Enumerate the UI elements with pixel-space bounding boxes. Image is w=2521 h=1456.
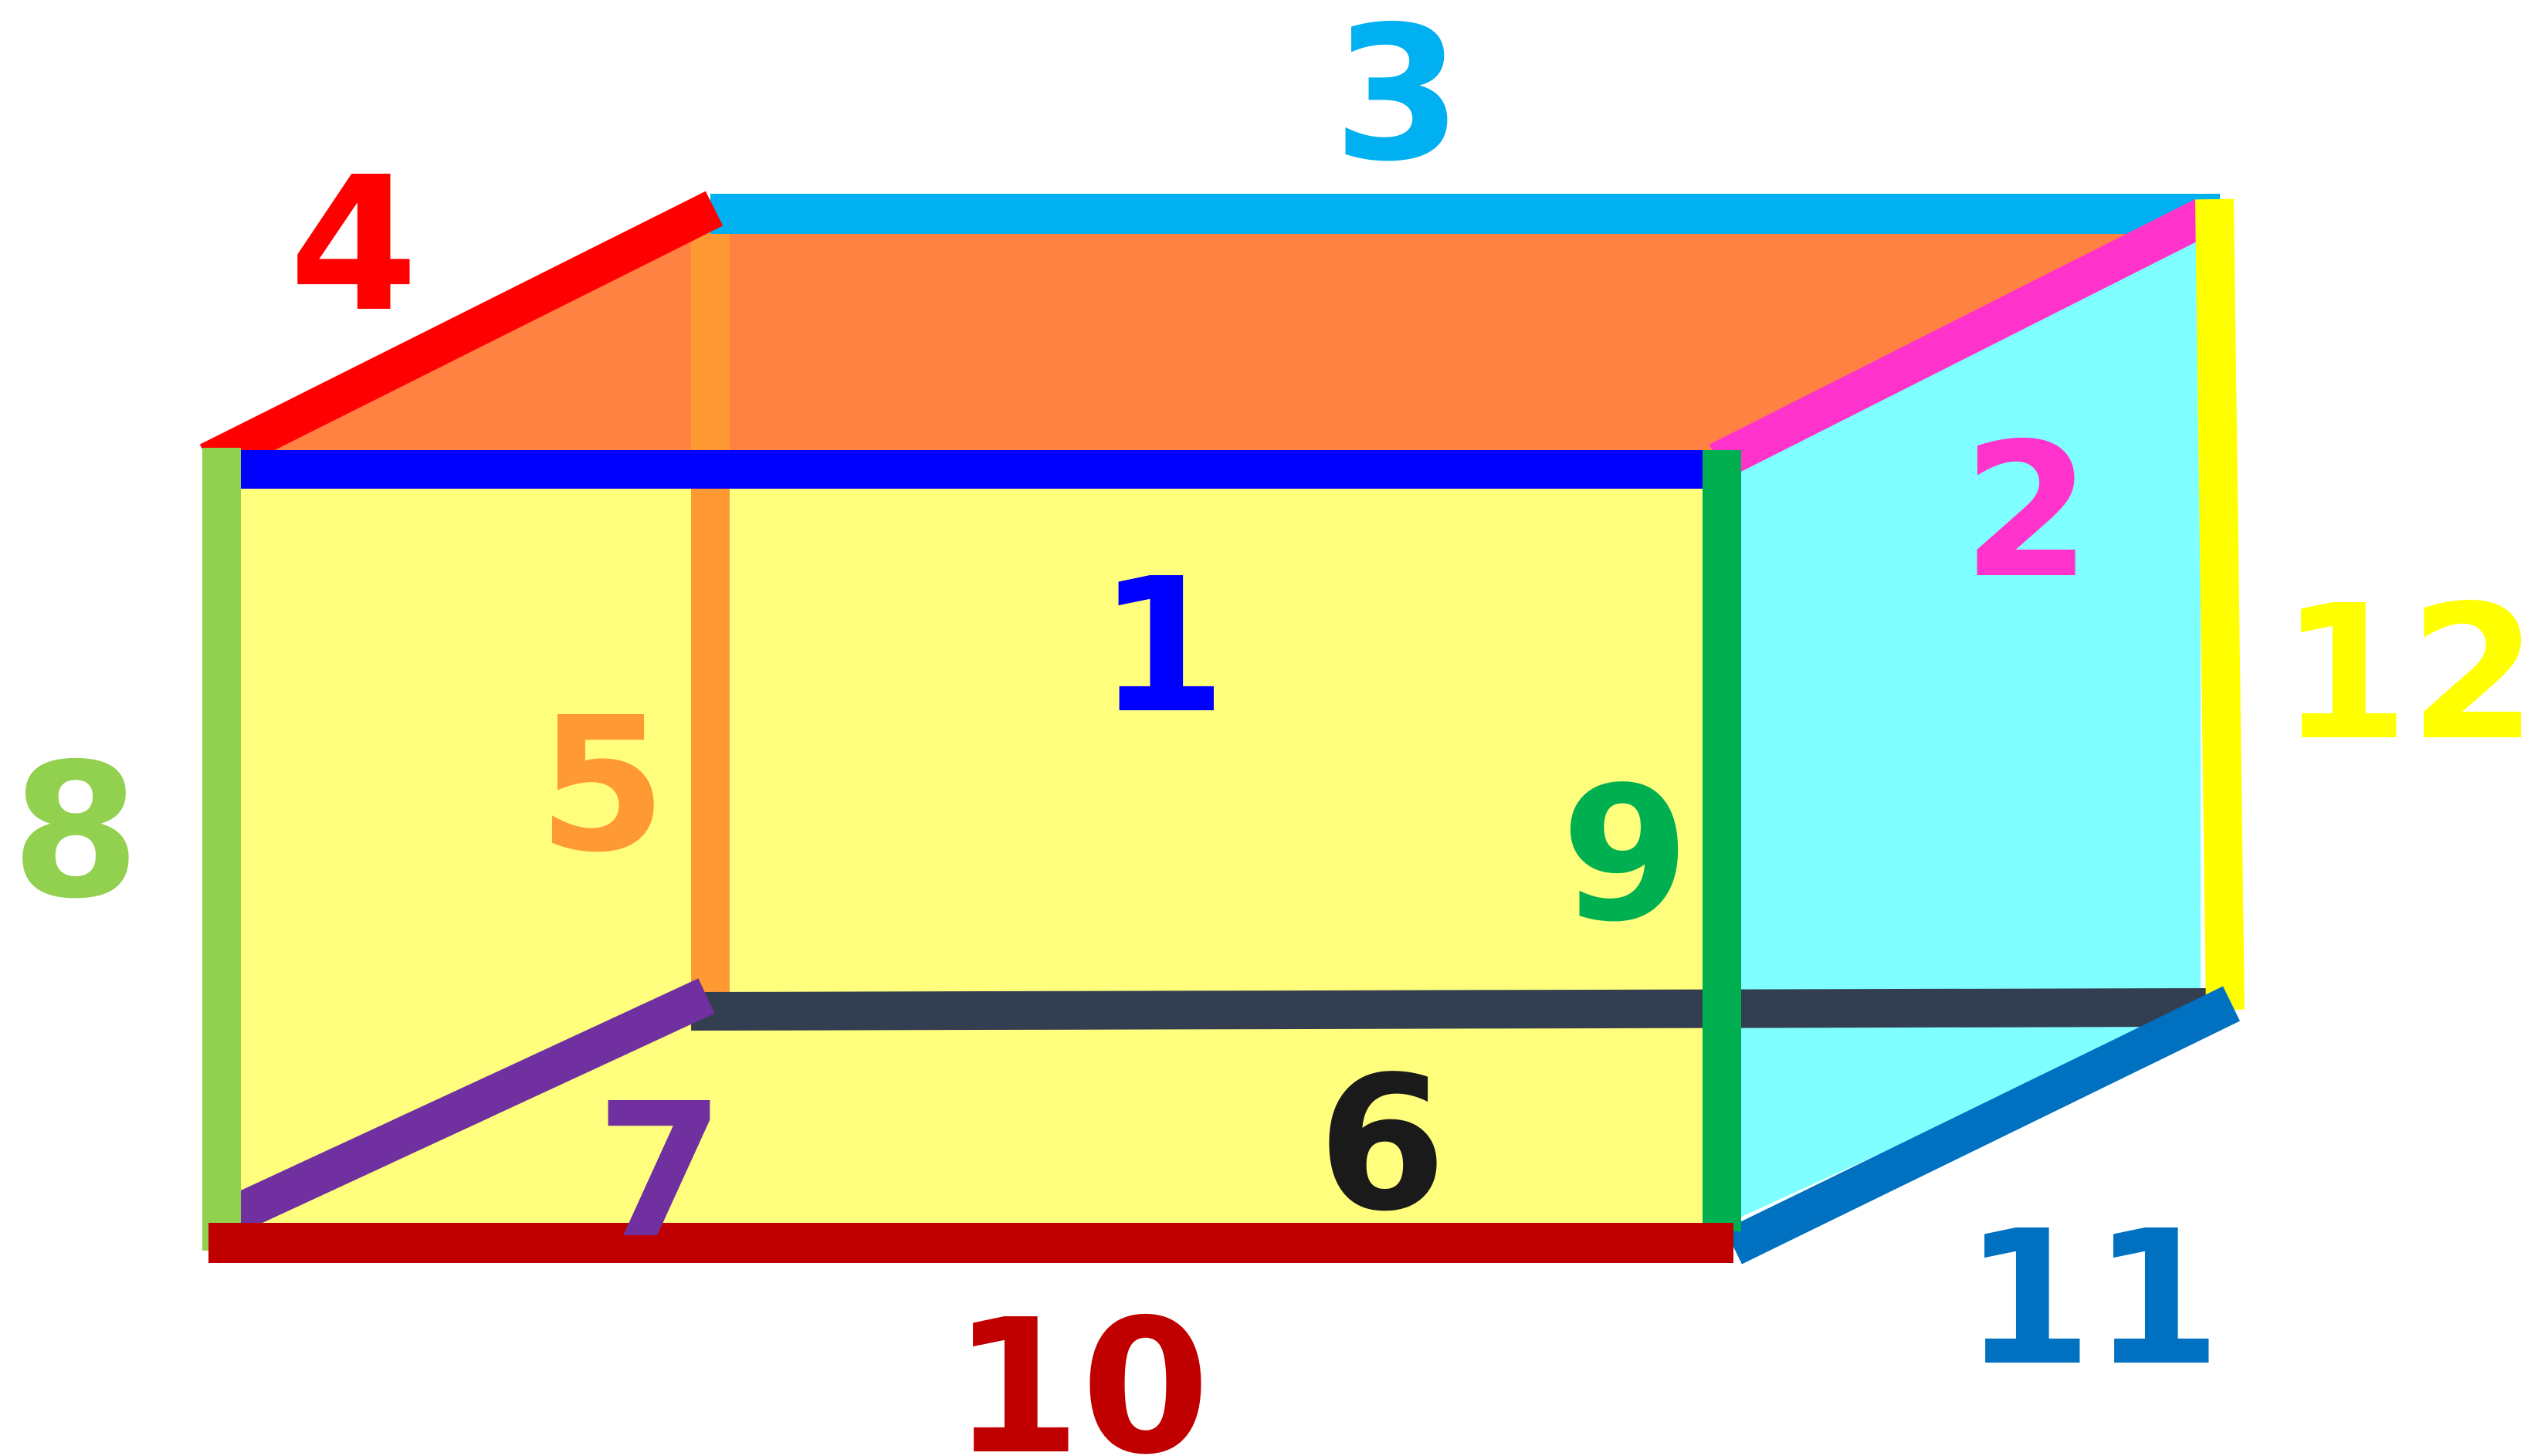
edge-1-label: 1 [1098,538,1227,754]
edge-8-label: 8 [12,723,141,940]
edge-4-line [199,191,723,479]
edge-12-label: 12 [2280,565,2521,781]
right-face [1718,224,2201,1227]
edge-3-label: 3 [1333,0,1462,202]
edge-2-line [1709,198,2214,479]
edge-12-line [2195,198,2245,1011]
edge-7-line [223,978,715,1234]
edge-2-label: 2 [1963,403,2092,619]
edge-labels: 1 2 3 4 5 6 7 8 9 10 11 12 [12,0,2521,1456]
edge-9-label: 9 [1561,747,1690,963]
edge-6-line [690,988,2209,1031]
edge-7-label: 7 [596,1063,725,1279]
edge-10-label: 10 [952,1279,1210,1456]
edge-4-label: 4 [290,137,418,353]
edge-11-line [1725,986,2240,1265]
edge-5-label: 5 [538,677,667,893]
edge-6-label: 6 [1318,1036,1447,1252]
edge-11-label: 11 [1964,1190,2221,1407]
edges [199,191,2245,1265]
